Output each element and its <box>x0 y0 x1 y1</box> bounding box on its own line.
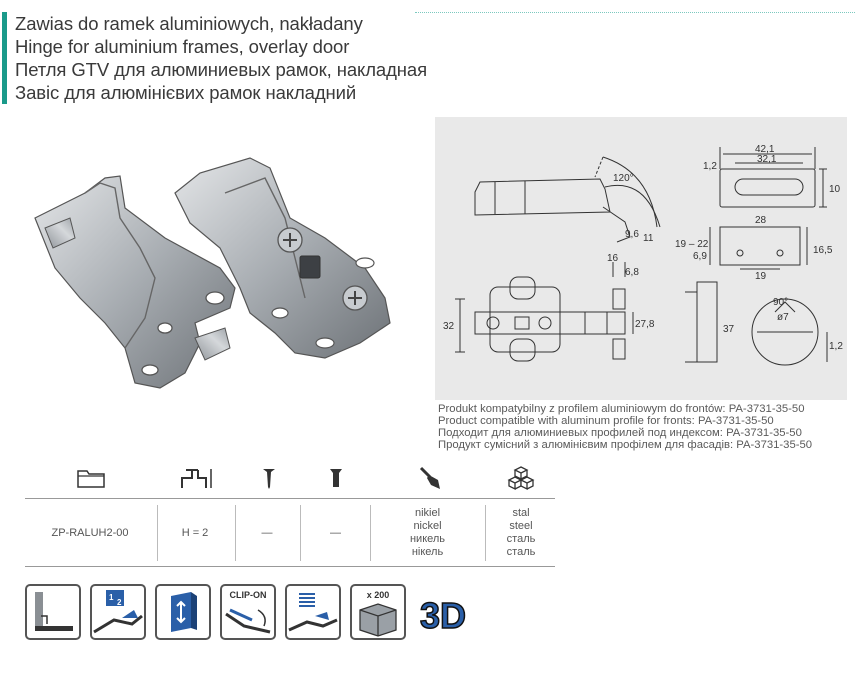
col-sep <box>370 505 371 561</box>
3d-adjust-icon: 3D <box>415 584 471 640</box>
dim-12a: 1,2 <box>703 161 717 172</box>
compat-en: Product compatible with aluminum profile… <box>438 415 774 427</box>
dim-321: 32,1 <box>757 154 777 165</box>
dim-16: 16 <box>607 253 619 264</box>
hinge-left <box>34 175 236 389</box>
dim-37: 37 <box>723 324 735 335</box>
material-pl: stal <box>512 507 530 519</box>
dim-278: 27,8 <box>635 319 655 330</box>
compatibility-note: Produkt kompatybilny z profilem aluminio… <box>438 403 812 451</box>
title-ru: Петля GTV для алюминиевых рамок, накладн… <box>15 59 428 80</box>
spec-icon-row <box>25 457 555 499</box>
col-sep <box>485 505 486 561</box>
material-en: steel <box>509 520 533 532</box>
clip-on-icon: CLIP-ON <box>220 584 276 640</box>
product-photo <box>25 148 415 413</box>
title-ua: Завіс для алюмінієвих рамок накладний <box>15 82 357 103</box>
dim-165: 16,5 <box>813 245 833 256</box>
spec-table: ZP-RALUH2-00 H = 2 — — nikiel nickel ник… <box>25 457 555 567</box>
dim-90: 90° <box>773 297 788 308</box>
dim-421: 42,1 <box>755 144 775 155</box>
compat-ua: Продукт сумісний з алюмінієвим профілем … <box>438 439 813 451</box>
title-en: Hinge for aluminium frames, overlay door <box>15 36 350 57</box>
paint-brush-icon <box>405 457 457 499</box>
title-block: Zawias do ramek aluminiowych, nakładany … <box>15 12 427 104</box>
clip-on-label: CLIP-ON <box>229 590 267 600</box>
material-ru: сталь <box>506 533 536 545</box>
finish-ua: нікель <box>411 546 444 558</box>
step-1-label: 1 <box>109 593 114 602</box>
dim-phi7: ø7 <box>777 312 789 323</box>
compat-pl: Produkt kompatybilny z profilem aluminio… <box>438 403 805 415</box>
dim-12b: 1,2 <box>829 341 843 352</box>
dim-68: 6,8 <box>625 267 639 278</box>
technical-drawing: 120° 9,6 11 42,1 32,1 1,2 10 28 19 – 22 … <box>435 117 847 400</box>
folder-icon <box>65 457 117 499</box>
dim-96: 9,6 <box>625 229 639 240</box>
spring-soft-close-icon <box>285 584 341 640</box>
finish-value: nikiel nickel никель нікель <box>375 499 480 567</box>
screw-b-value: — <box>330 526 341 539</box>
profile-frame-icon <box>25 584 81 640</box>
hinge-height-icon <box>170 457 222 499</box>
height-adjust-icon <box>155 584 211 640</box>
spec-value-row: ZP-RALUH2-00 H = 2 — — nikiel nickel ник… <box>25 499 555 567</box>
finish-en: nickel <box>413 520 442 532</box>
dim-120: 120° <box>613 173 634 184</box>
screw-a-value: — <box>261 526 273 539</box>
box-x200-icon: x 200 <box>350 584 406 640</box>
header-rule <box>415 12 855 13</box>
dim-11: 11 <box>643 233 654 244</box>
finish-ru: никель <box>409 533 446 545</box>
compat-ru: Подходит для алюминиевых профилей под ин… <box>438 427 802 439</box>
wood-screw-icon <box>243 457 295 499</box>
material-ua: сталь <box>506 546 536 558</box>
product-code: ZP-RALUH2-00 <box>51 526 129 539</box>
dim-32: 32 <box>443 321 455 332</box>
dim-10: 10 <box>829 184 841 195</box>
col-sep <box>157 505 158 561</box>
hinge-right <box>174 157 391 359</box>
col-sep <box>300 505 301 561</box>
title-pl: Zawias do ramek aluminiowych, nakładany <box>15 13 363 34</box>
hinge-height: H = 2 <box>181 526 209 539</box>
box-qty-label: x 200 <box>366 590 390 600</box>
col-sep <box>235 505 236 561</box>
accent-bar <box>2 12 7 104</box>
3d-label: 3D <box>420 595 466 636</box>
dim-28: 28 <box>755 215 767 226</box>
material-value: stal steel сталь сталь <box>487 499 555 567</box>
dim-69: 6,9 <box>693 251 707 262</box>
euro-screw-icon <box>310 457 362 499</box>
step-2-label: 2 <box>117 598 122 607</box>
material-cubes-icon <box>495 457 547 499</box>
dim-19: 19 <box>755 271 767 282</box>
dim-19-22: 19 – 22 <box>675 239 709 250</box>
finish-pl: nikiel <box>414 507 441 519</box>
